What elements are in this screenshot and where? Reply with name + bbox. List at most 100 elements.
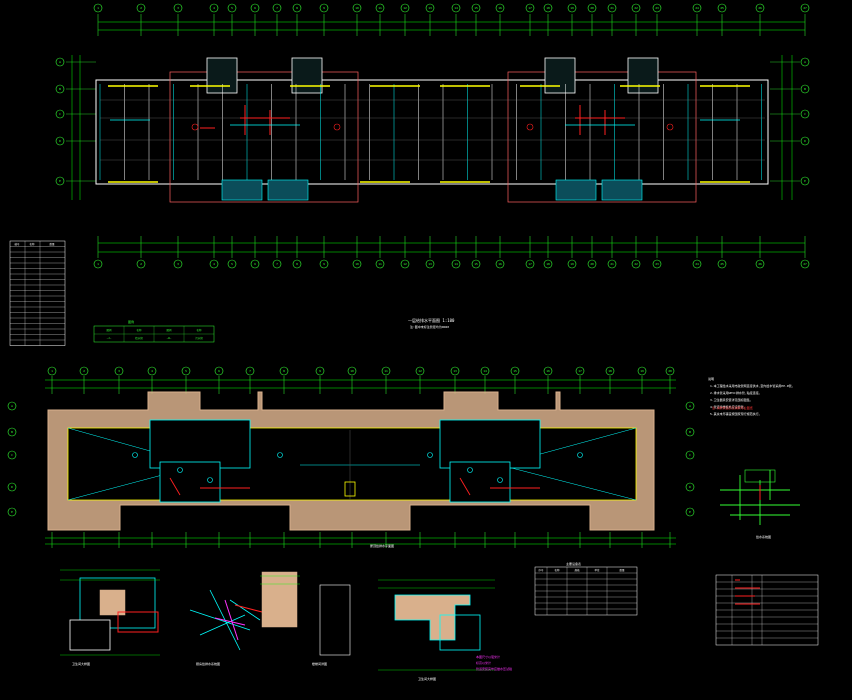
axis-label-top: 15 (513, 369, 517, 373)
axis-bubble-top (272, 3, 282, 13)
axis-bubble-top (631, 3, 641, 13)
axis-label-top: 5 (231, 6, 233, 10)
roof-core (159, 461, 221, 503)
legend-table-header: 图例 (106, 328, 112, 332)
axis-label-top: 15 (474, 6, 478, 10)
axis-bubble-top (415, 366, 425, 376)
axis-bubble-top (181, 366, 191, 376)
axis-bubble-top (400, 3, 410, 13)
fire-pipe (459, 477, 471, 496)
axis-label-left: E (59, 179, 61, 183)
detail-d-title: 卫生间大样图 (418, 677, 437, 681)
axis-label-bottom: 20 (590, 262, 594, 266)
magenta-pipe (214, 617, 246, 626)
note-line: 2.排水管采用UPVC排水管,粘接连接。 (710, 391, 762, 395)
axis-bubble-bottom (250, 259, 260, 269)
detail-a-title: 卫生间大样图 (72, 662, 91, 666)
riser (333, 123, 341, 131)
axis-label-bottom: 18 (546, 262, 550, 266)
axis-label-top: 19 (570, 6, 574, 10)
axis-bubble-left (7, 450, 17, 460)
axis-label-right: B (804, 87, 806, 91)
stair-core (627, 57, 659, 94)
notes-heading: 说明 (708, 377, 715, 381)
axis-bubble-bottom (692, 259, 702, 269)
axis-bubble-right (685, 427, 695, 437)
axis-label-bottom: 16 (498, 262, 502, 266)
equipment-table-header: 规格 (574, 568, 580, 572)
axis-bubble-bottom (292, 259, 302, 269)
riser (191, 123, 199, 131)
axis-bubble-left (7, 507, 17, 517)
axis-label-left: B (11, 430, 13, 434)
axis-label-top: 1 (97, 6, 99, 10)
roof-drain (577, 452, 583, 458)
axis-label-top: 18 (608, 369, 612, 373)
top-plan-title: 一层给排水平面图 1:100 (408, 318, 455, 323)
axis-bubble-bottom (587, 259, 597, 269)
axis-bubble-top (47, 366, 57, 376)
axis-label-top: 4 (213, 6, 215, 10)
axis-bubble-bottom (400, 259, 410, 269)
axis-bubble-bottom (717, 259, 727, 269)
roof-drain (132, 452, 138, 458)
system-pipe (189, 609, 251, 631)
axis-bubble-top (227, 3, 237, 13)
axis-label-bottom: 27 (803, 262, 807, 266)
axis-bubble-top (375, 3, 385, 13)
equipment-table-header: 名称 (554, 568, 560, 572)
magenta-note-line: 标高以米计 (476, 661, 492, 665)
axis-label-top: 25 (720, 6, 724, 10)
detail-a-insulation (99, 589, 126, 616)
axis-bubble-left (55, 57, 65, 67)
equipment-table-header: 数量 (619, 568, 625, 572)
axis-label-top: 9 (323, 6, 325, 10)
axis-label-right: E (689, 510, 691, 514)
axis-label-top: 20 (668, 369, 672, 373)
legend-table-header: 名称 (196, 328, 202, 332)
axis-label-top: 12 (403, 6, 407, 10)
axis-label-top: 16 (546, 369, 550, 373)
axis-label-bottom: 11 (378, 262, 382, 266)
axis-bubble-top (543, 3, 553, 13)
axis-bubble-top (587, 3, 597, 13)
axis-bubble-bottom (567, 259, 577, 269)
stair-core (206, 57, 238, 94)
first-floor-plumbing-plan: 1122334455667788991010111112121313141415… (55, 3, 810, 269)
detail-a-room (69, 619, 111, 651)
axis-bubble-bottom (495, 259, 505, 269)
legend-table-cell: —W— (167, 336, 172, 340)
left-table-header: 名称 (29, 242, 35, 246)
note-line: 1.本工程给水采用市政管网直接供水,室内给水管采用PP-R管。 (710, 384, 795, 388)
axis-bubble-top (451, 3, 461, 13)
axis-bubble-top (209, 3, 219, 13)
axis-bubble-top (480, 366, 490, 376)
axis-label-left: B (59, 87, 61, 91)
detail-d-shaft (394, 594, 471, 641)
drawing-tables: 编号名称数量图例名称图例名称—J—给水管—W—污水管序号名称规格单位数量 (9, 240, 819, 646)
axis-label-top: 7 (249, 369, 251, 373)
axis-bubble-bottom (607, 259, 617, 269)
axis-bubble-left (55, 109, 65, 119)
stair-core (291, 57, 323, 94)
axis-bubble-right (800, 136, 810, 146)
axis-bubble-top (605, 366, 615, 376)
axis-bubble-top (279, 366, 289, 376)
axis-bubble-bottom (136, 259, 146, 269)
axis-bubble-top (245, 366, 255, 376)
axis-label-bottom: 24 (695, 262, 699, 266)
axis-bubble-bottom (652, 259, 662, 269)
magenta-note-line: 本图尺寸以毫米计 (476, 655, 501, 659)
axis-bubble-top (136, 3, 146, 13)
axis-bubble-top (800, 3, 810, 13)
axis-bubble-top (352, 3, 362, 13)
axis-bubble-top (381, 366, 391, 376)
axis-bubble-bottom (451, 259, 461, 269)
axis-label-top: 9 (319, 369, 321, 373)
axis-label-bottom: 5 (231, 262, 233, 266)
axis-bubble-top (755, 3, 765, 13)
building-outline (95, 79, 769, 185)
note-line: 3.卫生器具安装详见国标图集。 (710, 398, 753, 402)
stair-core (544, 57, 576, 94)
axis-bubble-top (692, 3, 702, 13)
